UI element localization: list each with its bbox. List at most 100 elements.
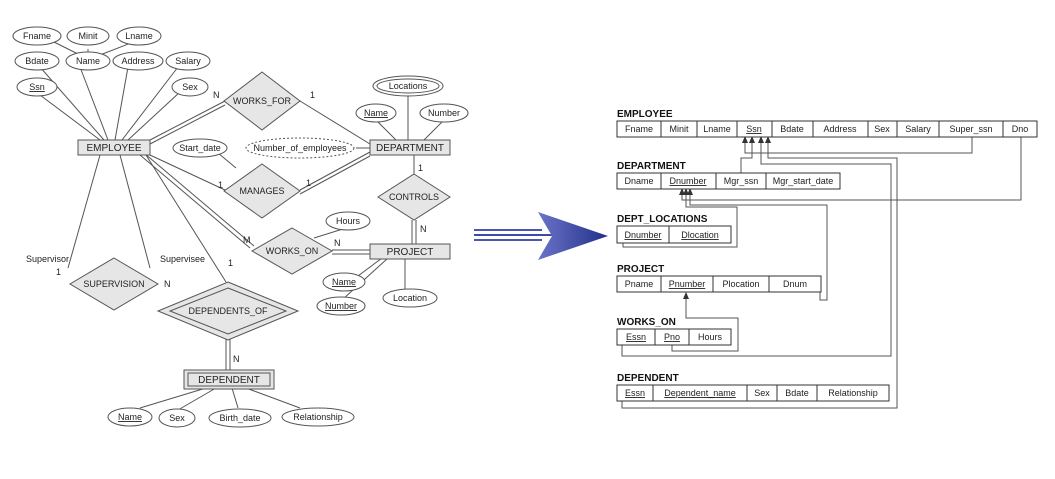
relationship-works-for: WORKS_FOR xyxy=(223,71,301,131)
svg-text:Name: Name xyxy=(364,108,388,118)
svg-text:Fname: Fname xyxy=(23,31,51,41)
attribute-start-date: Start_date xyxy=(172,138,228,158)
svg-text:Location: Location xyxy=(393,293,427,303)
svg-text:Essn: Essn xyxy=(626,332,646,342)
attribute-sex: Sex xyxy=(171,77,209,97)
table-cell: Minit xyxy=(660,120,698,138)
relationship-works-on: WORKS_ON xyxy=(250,227,334,275)
svg-text:Sex: Sex xyxy=(874,124,890,134)
table-cell-primary-key: Pnumber xyxy=(660,275,714,293)
table-employee: Fname Minit Lname Ssn Bdate Address Sex … xyxy=(616,120,1038,138)
table-cell: Sex xyxy=(867,120,898,138)
table-cell-primary-key: Essn xyxy=(616,328,656,346)
svg-text:Locations: Locations xyxy=(389,81,428,91)
relationship-controls: CONTROLS xyxy=(377,173,451,221)
svg-text:Dlocation: Dlocation xyxy=(681,230,719,240)
svg-text:Dnumber: Dnumber xyxy=(669,176,706,186)
attribute-locations: Locations xyxy=(372,75,444,97)
table-cell: Relationship xyxy=(816,384,890,402)
svg-text:Dno: Dno xyxy=(1012,124,1029,134)
attribute-name: Name xyxy=(65,51,111,71)
relationship-supervision: SUPERVISION xyxy=(69,257,159,311)
cardinality-supervision-supervisee: N xyxy=(164,279,171,289)
attribute-lname: Lname xyxy=(116,26,162,46)
svg-text:CONTROLS: CONTROLS xyxy=(389,192,439,202)
table-cell: Plocation xyxy=(712,275,770,293)
relational-schema: EMPLOYEE Fname Minit Lname Ssn Bdate Add… xyxy=(616,109,1038,409)
cardinality-dependents-of-dependent: N xyxy=(233,354,240,364)
relationship-manages: MANAGES xyxy=(223,163,301,219)
svg-text:Dependent_name: Dependent_name xyxy=(664,388,736,398)
svg-text:Mgr_start_date: Mgr_start_date xyxy=(773,176,834,186)
table-cell-primary-key: Ssn xyxy=(736,120,773,138)
svg-text:Minit: Minit xyxy=(78,31,98,41)
svg-text:Ssn: Ssn xyxy=(746,124,762,134)
table-cell-primary-key: Pno xyxy=(654,328,690,346)
table-cell: Super_ssn xyxy=(938,120,1004,138)
table-cell: Pname xyxy=(616,275,662,293)
svg-text:Start_date: Start_date xyxy=(179,143,221,153)
svg-text:Address: Address xyxy=(823,124,857,134)
table-cell: Bdate xyxy=(771,120,814,138)
attribute-number-of-employees: Number_of_employees xyxy=(245,137,355,159)
svg-text:Lname: Lname xyxy=(703,124,731,134)
table-department: Dname Dnumber Mgr_ssn Mgr_start_date xyxy=(616,172,841,190)
svg-text:Dname: Dname xyxy=(624,176,653,186)
svg-text:Minit: Minit xyxy=(669,124,689,134)
role-supervisee: Supervisee xyxy=(160,254,205,264)
table-title-department: DEPARTMENT xyxy=(617,161,686,172)
svg-text:Pname: Pname xyxy=(625,279,654,289)
table-cell: Dname xyxy=(616,172,662,190)
attribute-bdate: Bdate xyxy=(14,51,60,71)
table-cell-primary-key: Dependent_name xyxy=(652,384,748,402)
table-cell: Mgr_start_date xyxy=(765,172,841,190)
attribute-dept-number: Number xyxy=(419,103,469,123)
attribute-fname: Fname xyxy=(12,26,62,46)
svg-text:Birth_date: Birth_date xyxy=(219,413,260,423)
svg-text:WORKS_FOR: WORKS_FOR xyxy=(233,96,292,106)
cardinality-manages-employee: 1 xyxy=(218,180,223,190)
table-cell-primary-key: Dlocation xyxy=(668,225,732,244)
svg-text:Name: Name xyxy=(332,277,356,287)
svg-text:DEPENDENTS_OF: DEPENDENTS_OF xyxy=(188,306,268,316)
table-title-dependent: DEPENDENT xyxy=(617,373,679,384)
svg-text:DEPENDENT: DEPENDENT xyxy=(198,375,260,386)
svg-text:Number_of_employees: Number_of_employees xyxy=(253,143,347,153)
svg-text:Bdate: Bdate xyxy=(25,56,49,66)
cardinality-works-on-employee: M xyxy=(243,235,251,245)
svg-text:Essn: Essn xyxy=(625,388,645,398)
attribute-salary: Salary xyxy=(165,51,211,71)
entity-employee: EMPLOYEE xyxy=(77,139,151,156)
svg-text:WORKS_ON: WORKS_ON xyxy=(266,246,319,256)
attribute-relationship: Relationship xyxy=(281,407,355,427)
svg-text:SUPERVISION: SUPERVISION xyxy=(83,279,144,289)
table-title-works-on: WORKS_ON xyxy=(617,317,676,328)
svg-text:Salary: Salary xyxy=(175,56,201,66)
svg-text:Address: Address xyxy=(121,56,155,66)
attribute-project-location: Location xyxy=(382,288,438,308)
attribute-address: Address xyxy=(112,51,164,71)
relationship-dependents-of: DEPENDENTS_OF xyxy=(156,281,300,341)
svg-text:PROJECT: PROJECT xyxy=(387,247,434,258)
svg-text:Pno: Pno xyxy=(664,332,680,342)
svg-text:Name: Name xyxy=(118,412,142,422)
attribute-dependent-sex: Sex xyxy=(158,408,196,428)
svg-text:Dnum: Dnum xyxy=(783,279,807,289)
table-cell: Mgr_ssn xyxy=(715,172,767,190)
cardinality-works-on-project: N xyxy=(334,238,341,248)
cardinality-controls-project: N xyxy=(420,224,427,234)
svg-text:DEPARTMENT: DEPARTMENT xyxy=(376,143,444,154)
svg-text:Super_ssn: Super_ssn xyxy=(949,124,992,134)
table-works-on: Essn Pno Hours xyxy=(616,328,732,346)
svg-text:Hours: Hours xyxy=(336,216,361,226)
table-project: Pname Pnumber Plocation Dnum xyxy=(616,275,822,293)
svg-text:Number: Number xyxy=(325,301,357,311)
entity-department: DEPARTMENT xyxy=(369,139,451,156)
svg-text:EMPLOYEE: EMPLOYEE xyxy=(86,143,141,154)
table-title-employee: EMPLOYEE xyxy=(617,109,673,120)
attribute-project-number: Number xyxy=(316,296,366,316)
cardinality-manages-department: 1 xyxy=(306,178,311,188)
table-cell: Dnum xyxy=(768,275,822,293)
cardinality-works-for-department: 1 xyxy=(310,90,315,100)
